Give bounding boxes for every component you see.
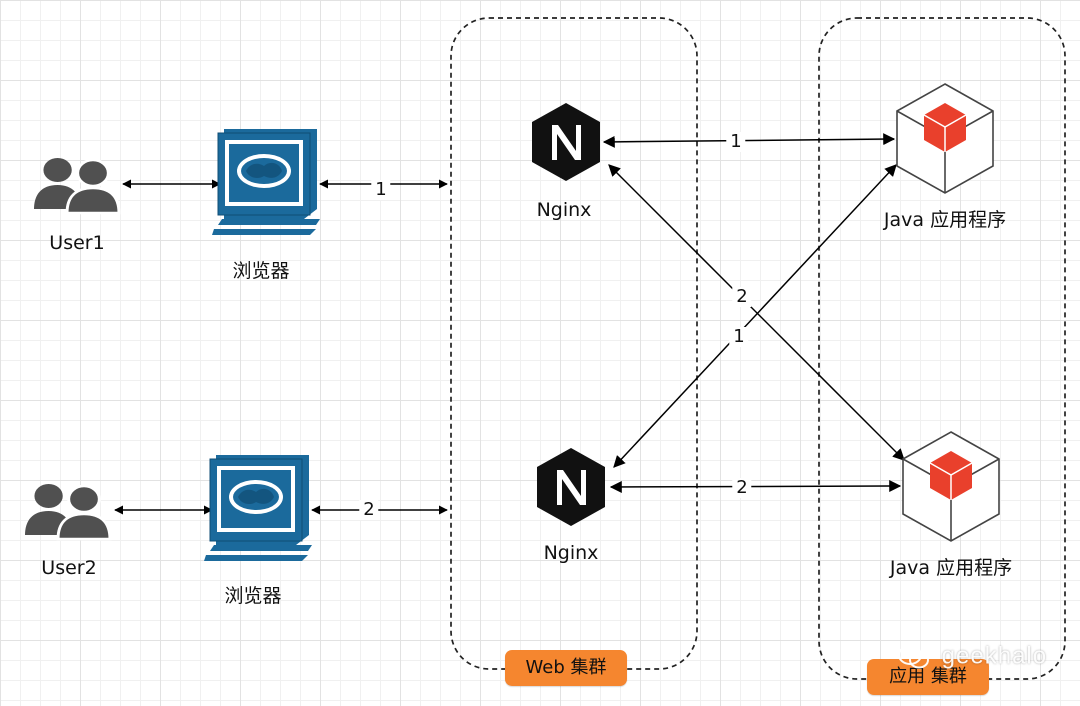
java2-label: Java 应用程序 <box>889 557 1013 579</box>
edge-label-nginx2-java2: 2 <box>732 478 752 498</box>
arrow-nginx2-java2 <box>609 480 902 493</box>
arrow-nginx1-java1 <box>602 133 896 148</box>
app-cluster-tag: 应用 集群 <box>867 659 989 695</box>
watermark-text: geekhalo <box>941 642 1048 670</box>
edge-label-nginx2-java1: 1 <box>729 327 749 347</box>
browser1-label: 浏览器 <box>232 260 290 282</box>
watermark: geekhalo <box>898 638 1047 674</box>
nginx1-label: Nginx <box>536 199 592 221</box>
edge-label-browser1-web: 1 <box>371 180 391 200</box>
user1-label: User1 <box>49 232 105 254</box>
edge-label-nginx1-java1: 1 <box>726 132 746 152</box>
edge-label-nginx1-java2: 2 <box>732 287 752 307</box>
user2-label: User2 <box>41 557 97 579</box>
web-cluster-tag: Web 集群 <box>505 650 627 686</box>
nginx2-label: Nginx <box>543 542 599 564</box>
wechat-icon <box>898 644 929 669</box>
edge-label-browser2-web: 2 <box>359 500 379 520</box>
arrow-nginx2-java1 <box>613 164 897 468</box>
java1-label: Java 应用程序 <box>883 209 1007 231</box>
browser2-label: 浏览器 <box>224 585 282 607</box>
